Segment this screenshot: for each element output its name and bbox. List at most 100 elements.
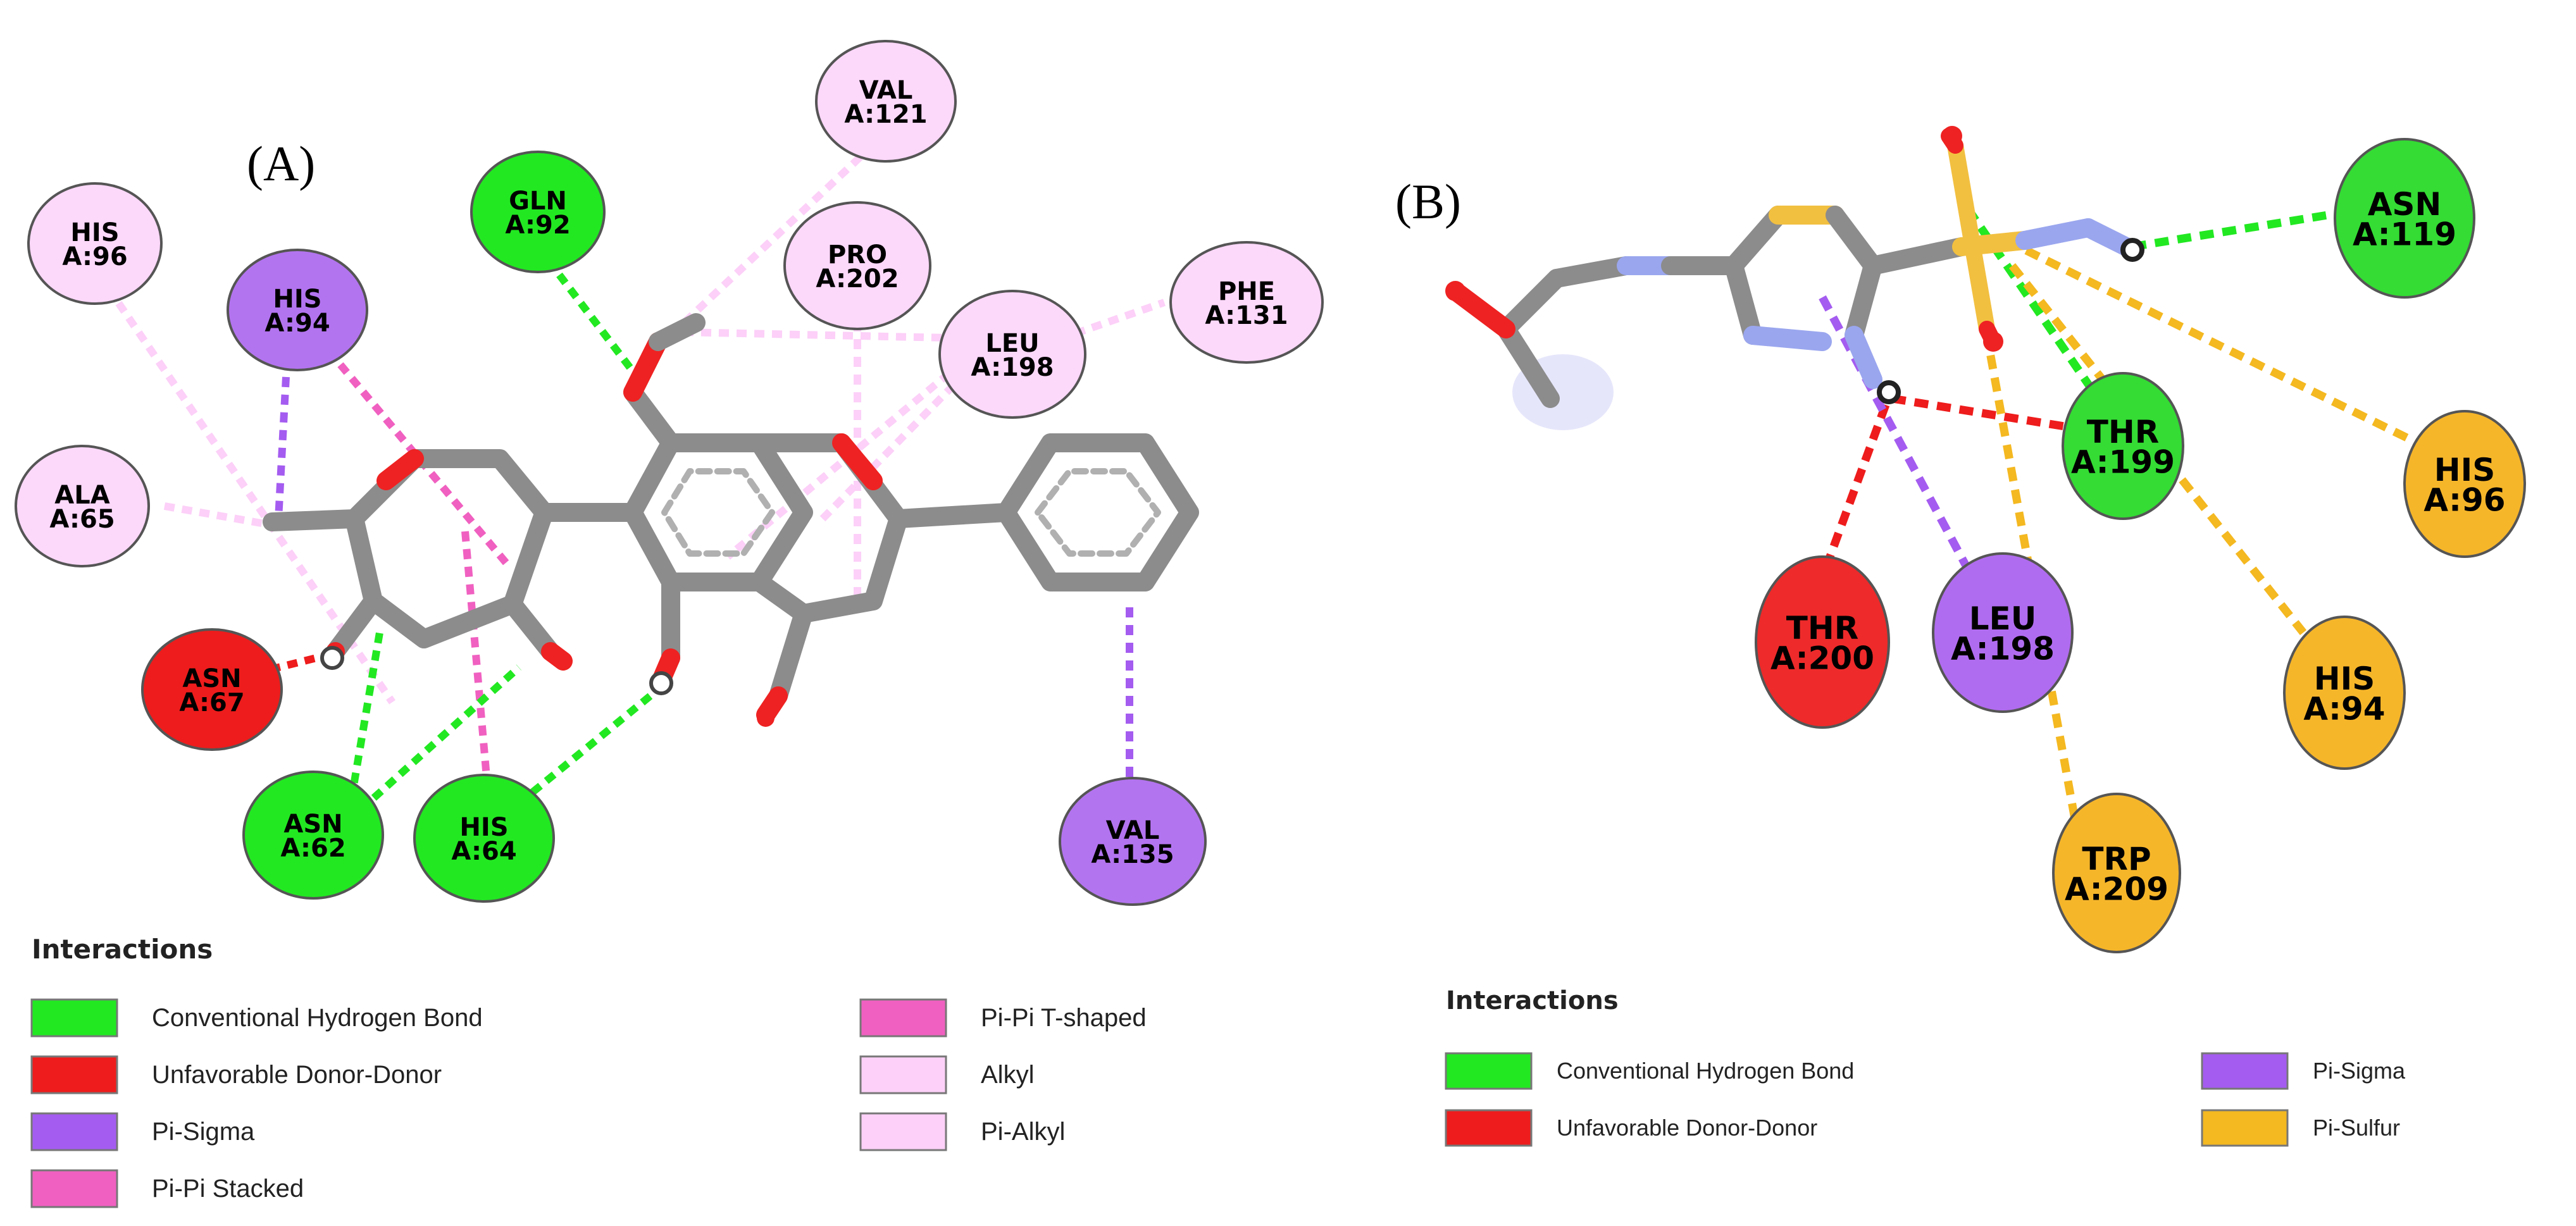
legend-label: Pi-Alkyl xyxy=(981,1118,1065,1146)
residue-name: HIS xyxy=(70,218,119,247)
legend-swatch xyxy=(859,998,947,1037)
pipi-line-his64 xyxy=(461,531,491,785)
residue-number: A:199 xyxy=(2071,444,2175,481)
residue-number: A:64 xyxy=(451,837,516,866)
hydrogen-atom xyxy=(649,671,673,695)
residue-disc xyxy=(413,774,555,903)
oxygen-atom xyxy=(1983,331,2003,352)
oxygen-atom xyxy=(1445,281,1465,301)
legend-swatch xyxy=(1445,1109,1533,1147)
oxygen-atom xyxy=(554,652,572,670)
hbond-line-asn62b xyxy=(358,664,522,813)
residue-name: PHE xyxy=(1218,277,1275,306)
residue-number: A:198 xyxy=(971,353,1054,382)
panel-a: (A) xyxy=(15,40,1324,1208)
residue-name: THR xyxy=(1786,610,1858,647)
legend-swatch xyxy=(2201,1052,2289,1090)
legend-label: Pi-Pi T-shaped xyxy=(981,1004,1147,1032)
residue-disc xyxy=(1169,241,1324,364)
legend-item: Pi-Sigma xyxy=(2201,1052,2406,1090)
pisulfur-line-his96 xyxy=(2004,237,2419,447)
legend-item: Pi-Pi Stacked xyxy=(30,1169,304,1208)
legend-swatch xyxy=(1445,1052,1533,1090)
residue-name: VAL xyxy=(859,76,913,105)
pisigma-line-his94 xyxy=(275,341,292,519)
residue-number: A:200 xyxy=(1770,640,1874,677)
hydrogen-atom xyxy=(2120,238,2144,262)
unfav-line-asn67 xyxy=(252,651,330,678)
residue-name: VAL xyxy=(1106,816,1160,845)
legend-label: Pi-Sulfur xyxy=(2313,1115,2400,1141)
legend-swatch xyxy=(30,1055,118,1094)
residue-disc xyxy=(27,182,163,305)
alkyl-line-ala65 xyxy=(163,502,273,529)
pisulfur-line-trp209 xyxy=(1970,264,2080,824)
residue-disc xyxy=(2062,372,2184,520)
legend-label: Conventional Hydrogen Bond xyxy=(1557,1058,1854,1084)
legend-swatch xyxy=(30,998,118,1037)
residue-name: GLN xyxy=(509,187,567,216)
legend-label: Pi-Pi Stacked xyxy=(152,1175,304,1203)
legend-item: Conventional Hydrogen Bond xyxy=(1445,1052,1854,1090)
residue-number: A:198 xyxy=(1951,631,2055,667)
residue-name: HIS xyxy=(2314,660,2375,697)
alkyl-line-val121 xyxy=(668,130,889,338)
legend-swatch xyxy=(30,1112,118,1151)
residue-disc xyxy=(1059,777,1207,906)
pisigma-line-leu198 xyxy=(1819,295,1972,572)
legend-title: Interactions xyxy=(32,934,213,965)
residue-disc xyxy=(15,445,150,567)
unfav-line-thr199 xyxy=(1891,394,2089,435)
legend-item: Pi-Sulfur xyxy=(2201,1109,2400,1147)
alkyl-line-leu198-ring xyxy=(725,370,952,560)
residue-number: A:135 xyxy=(1091,840,1174,869)
legend-label: Unfavorable Donor-Donor xyxy=(1557,1115,1817,1141)
panel-b: (B) xyxy=(1395,126,2526,1147)
residue-number: A:92 xyxy=(505,211,570,240)
legend-swatch xyxy=(30,1169,118,1208)
legend-item: Unfavorable Donor-Donor xyxy=(1445,1109,1817,1147)
legend-label: Unfavorable Donor-Donor xyxy=(152,1061,442,1089)
legend-swatch xyxy=(859,1055,947,1094)
hbond-line-asn119 xyxy=(2131,204,2368,251)
residue-number: A:131 xyxy=(1205,301,1288,330)
panel-b-ligand xyxy=(1446,128,2136,408)
residue-name: ALA xyxy=(54,481,109,510)
residue-number: A:96 xyxy=(2424,482,2505,519)
residue-disc xyxy=(2283,616,2406,770)
legend-item: Conventional Hydrogen Bond xyxy=(30,998,483,1037)
residue-number: A:209 xyxy=(2065,871,2168,908)
residue-name: TRP xyxy=(2082,841,2151,877)
legend-label: Alkyl xyxy=(981,1061,1034,1089)
residue-disc xyxy=(2052,793,2181,953)
residue-disc xyxy=(1755,555,1890,729)
residue-disc xyxy=(2403,410,2526,558)
hydrogen-atom xyxy=(320,646,344,670)
legend-item: Unfavorable Donor-Donor xyxy=(30,1055,442,1094)
legend-swatch xyxy=(859,1112,947,1151)
alkyl-line-leu198-methyl xyxy=(683,328,978,342)
residue-disc xyxy=(2334,138,2475,299)
residue-number: A:94 xyxy=(264,309,330,338)
residue-number: A:121 xyxy=(844,100,927,129)
legend-swatch xyxy=(2201,1109,2289,1147)
panel-a-legend: Interactions Conventional Hydrogen BondU… xyxy=(30,934,1147,1208)
legend-item: Pi-Pi T-shaped xyxy=(859,998,1147,1037)
residue-name: LEU xyxy=(1969,600,2037,637)
residue-disc xyxy=(1932,552,2074,713)
residue-name: LEU xyxy=(985,329,1039,358)
residue-number: A:202 xyxy=(816,264,899,294)
